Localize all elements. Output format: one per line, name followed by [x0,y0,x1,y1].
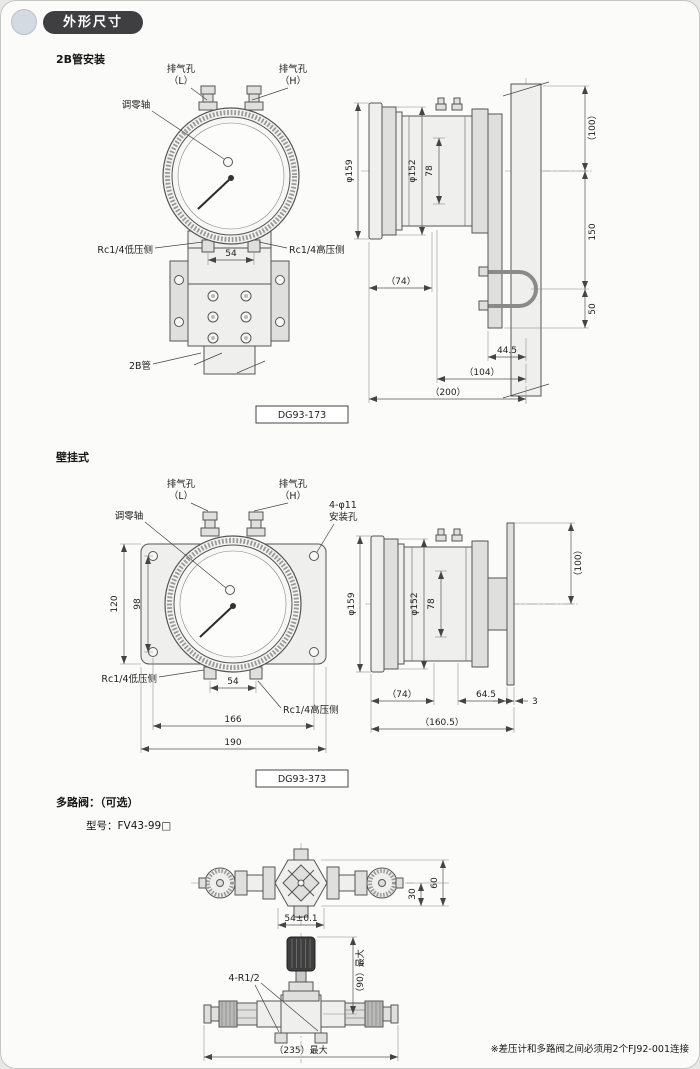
model-box-dg93-373: DG93-373 [255,769,349,788]
front-view-2b: 排气孔 （L） 排气孔 （H） 调零轴 54 Rc1/4低压侧 Rc1/4高压侧… [97,63,345,375]
valve-top-view: 54±0.1 30 60 [191,843,449,929]
bracket-bolts [207,290,252,344]
label-high-side: Rc1/4高压侧 [289,244,345,256]
label-vent-l-sub: （L） [169,75,193,87]
vent-fitting-l [200,511,220,537]
label-low-side: Rc1/4低压侧 [97,244,153,256]
label-zero-axis: 调零轴 [115,510,144,522]
mounting-hole [309,551,319,561]
label-vent-l: 排气孔 [167,63,196,75]
label-high-side: Rc1/4高压侧 [283,704,339,716]
vent-fitting-l [198,85,218,111]
valve-stem-left [198,866,276,900]
drawing-wall-mount: 排气孔 （L） 排气孔 （H） 调零轴 4-φ11 安装孔 120 98 54 … [101,478,584,788]
gauge-dial [162,107,300,245]
dim-60: 60 [430,877,440,889]
bracket-plate [487,113,503,329]
wall-bracket-arm [487,577,508,631]
valve-knob [286,936,316,972]
page-title: 外形尺寸 [43,10,144,34]
label-mount-holes-sub: 安装孔 [329,511,358,523]
drawing-2b-pipe-mount: 排气孔 （L） 排气孔 （H） 调零轴 54 Rc1/4低压侧 Rc1/4高压侧… [97,63,598,424]
page-header: 外形尺寸 [11,9,144,35]
mounting-hole [309,647,319,657]
drawing-manifold-valve: 54±0.1 30 60 [191,843,449,1063]
header-circle-icon [11,9,37,35]
bottom-port [274,1032,288,1044]
dim-50: 50 [588,303,598,315]
dim-54: 54 [227,677,239,687]
dim-235-max: （235）最大 [274,1044,327,1056]
label-zero-axis: 调零轴 [122,99,151,111]
dim-78: 78 [427,598,437,610]
front-view-wall: 排气孔 （L） 排气孔 （H） 调零轴 4-φ11 安装孔 120 98 54 … [101,478,358,753]
label-vent-h-sub: （H） [280,75,306,87]
dim-3: 3 [532,697,538,707]
bottom-port [314,1032,328,1044]
vent-fitting-h [244,85,264,111]
dim-100: （100） [587,110,598,145]
dim-64-5: 64.5 [476,690,496,700]
dim-44-5: 44.5 [497,346,517,356]
dim-200: （200） [430,387,465,398]
label-vent-h-sub: （H） [280,490,306,502]
gauge-dial [164,535,302,673]
label-vent-l: 排气孔 [167,478,196,490]
label-ports: 4-R1/2 [228,973,259,984]
dim-78: 78 [425,165,435,177]
dim-160-5: （160.5） [420,717,464,728]
dim-104: （104） [464,367,499,378]
dim-100: （100） [573,545,584,580]
valve-stem-right [326,866,404,900]
wall-plate [506,522,515,686]
dim-phi159: φ159 [347,592,357,615]
section-title-manifold-valve: 多路阀：（可选） [56,796,139,809]
dim-90-max: （90）最大 [354,949,366,996]
gauge-needle [197,177,232,210]
section-title-2b-pipe: 2B管安装 [56,53,106,66]
dim-54: 54 [225,249,237,259]
dim-120: 120 [110,595,120,612]
zero-adjust-shaft [225,585,235,595]
label-vent-h: 排气孔 [279,478,308,490]
model-box-dg93-173: DG93-173 [255,405,349,424]
zero-adjust-shaft [223,157,233,167]
side-port-left [203,1000,258,1028]
dim-phi152: φ152 [410,592,420,615]
label-low-side: Rc1/4低压侧 [101,673,157,685]
valve-front-view: 4-R1/2 （90）最大 （235）最大 [203,933,399,1063]
side-view-wall: φ159 φ152 78 （100） 3 （74） 64.5 （160.5） [347,522,584,733]
label-mount-holes: 4-φ11 [329,500,357,511]
dim-74: （74） [387,689,416,700]
model-number: DG93-373 [278,774,326,785]
dim-190: 190 [224,738,241,748]
dim-phi152: φ152 [408,159,418,182]
valve-model-label: 型号：FV43-99□ [86,820,172,832]
label-2b-pipe: 2B管 [129,360,151,372]
dim-phi159: φ159 [345,159,355,182]
dim-98: 98 [133,598,143,610]
model-number: DG93-173 [278,410,326,421]
label-vent-l-sub: （L） [169,490,193,502]
dim-54-tol: 54±0.1 [284,914,317,924]
label-vent-h: 排气孔 [279,63,308,75]
dim-166: 166 [224,715,241,725]
section-title-wall-mount: 壁挂式 [56,451,89,464]
dim-74: （74） [386,276,415,287]
footnote: ※差压计和多路阀之间必须用2个FJ92-001连接 [490,1044,689,1055]
dim-30: 30 [408,888,418,900]
side-view-2b: φ159 φ152 78 （100） 150 50 44.5 （104） （20 [345,78,598,404]
gauge-needle [199,605,234,638]
dim-150: 150 [588,223,598,240]
vent-fitting-h [246,511,266,537]
